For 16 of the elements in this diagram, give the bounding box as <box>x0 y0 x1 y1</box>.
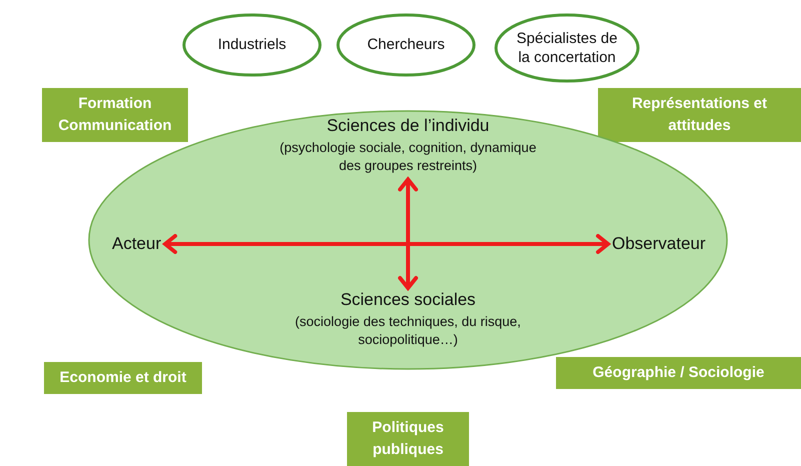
double-arrow <box>163 234 610 254</box>
actor-oval: Spécialistes de la concertation <box>494 13 640 83</box>
axis-pole-label: Observateur <box>612 234 706 254</box>
actor-oval: Chercheurs <box>336 13 476 77</box>
discipline-label: Représentations et attitudes <box>598 88 801 142</box>
axis-description: (psychologie sociale, cognition, dynamique des groupes restreints) <box>278 139 538 176</box>
axis-pole-label: Acteur <box>112 234 162 254</box>
axis-heading: Sciences sociales <box>339 290 477 310</box>
discipline-label: Géographie / Sociologie <box>556 357 801 389</box>
double-arrow <box>398 177 418 290</box>
discipline-label: Economie et droit <box>44 362 202 394</box>
axis-description: (sociologie des techniques, du risque, sociopolitique…) <box>294 313 522 350</box>
discipline-label: Politiques publiques <box>347 412 469 466</box>
axis-heading: Sciences de l’individu <box>326 116 490 136</box>
actor-oval: Industriels <box>182 13 322 77</box>
discipline-label: Formation Communication <box>42 88 188 142</box>
